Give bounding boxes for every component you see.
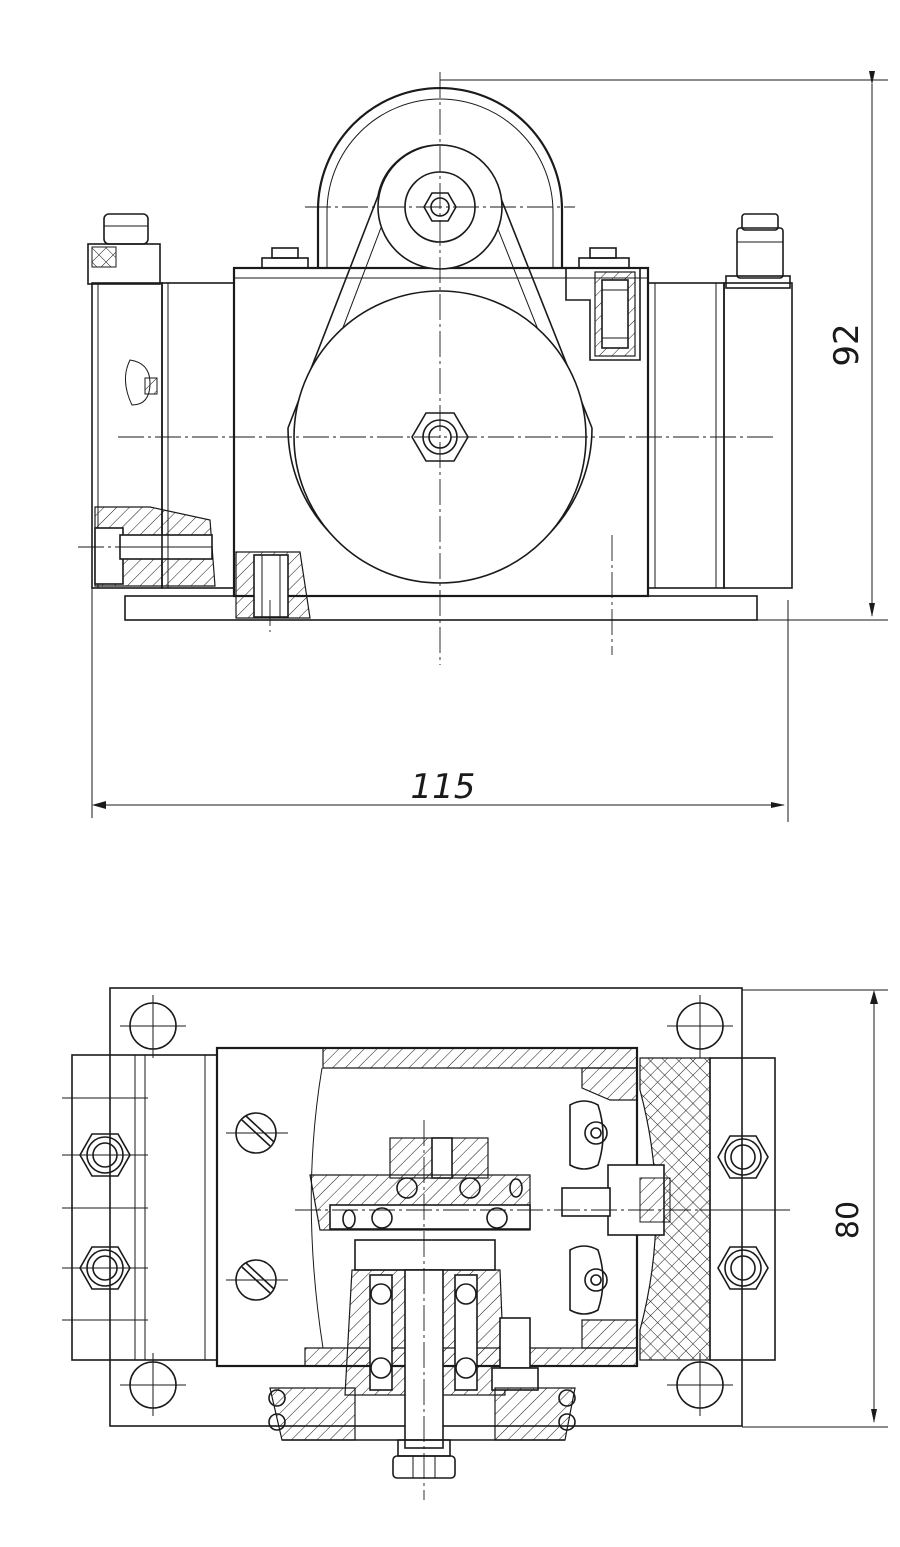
mounting-holes [120,995,733,1416]
top-screw-right [578,247,630,269]
large-pulley-nut [411,412,469,462]
left-base-screw [235,551,311,619]
gear-bearing-assembly [309,1137,539,1449]
plan-right-end-block [700,1057,790,1361]
plan-left-end-block [62,1054,218,1361]
base-plate [124,595,758,621]
housing-top-wall-section [322,1047,638,1069]
height-dimension [440,71,888,621]
slotted-screw-top [226,1112,288,1154]
depth-dimension-label: 80 [831,1201,866,1239]
width-dimension-label: 115 [411,767,476,807]
height-dimension-label: 92 [827,323,867,366]
right-collar [647,282,725,589]
width-dimension [91,588,789,822]
diaphragm-section [561,1057,711,1361]
left-end-block [87,213,216,589]
top-screw-left [261,247,309,269]
plan-view: 80 [62,987,888,1500]
belt-tensioner [565,267,641,361]
depth-dimension [742,989,888,1428]
slotted-screw-bottom [226,1259,288,1301]
right-end-block [723,213,793,589]
front-view: 92 115 [78,71,888,822]
